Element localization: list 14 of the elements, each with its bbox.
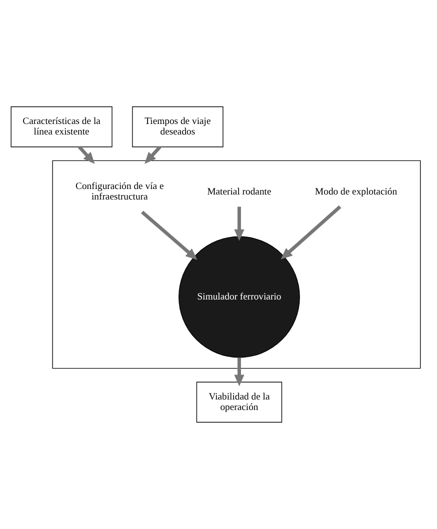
node-box: Tiempos de viaje deseados <box>132 106 224 148</box>
node-box: Características de la línea existente <box>10 106 112 148</box>
arrow <box>234 357 244 386</box>
cluster <box>52 160 421 369</box>
node-text: Modo de explotación <box>315 186 398 198</box>
node-text: Configuración de vía e infraestructura <box>76 181 164 203</box>
arrow <box>141 210 198 260</box>
node-circle: Simulador ferroviario <box>178 236 300 358</box>
node-text: Material rodante <box>207 186 272 198</box>
arrow <box>280 205 342 260</box>
node-box: Viabilidad de la operación <box>196 382 282 423</box>
arrow <box>78 146 95 164</box>
arrow <box>234 206 244 241</box>
arrow <box>144 146 162 164</box>
